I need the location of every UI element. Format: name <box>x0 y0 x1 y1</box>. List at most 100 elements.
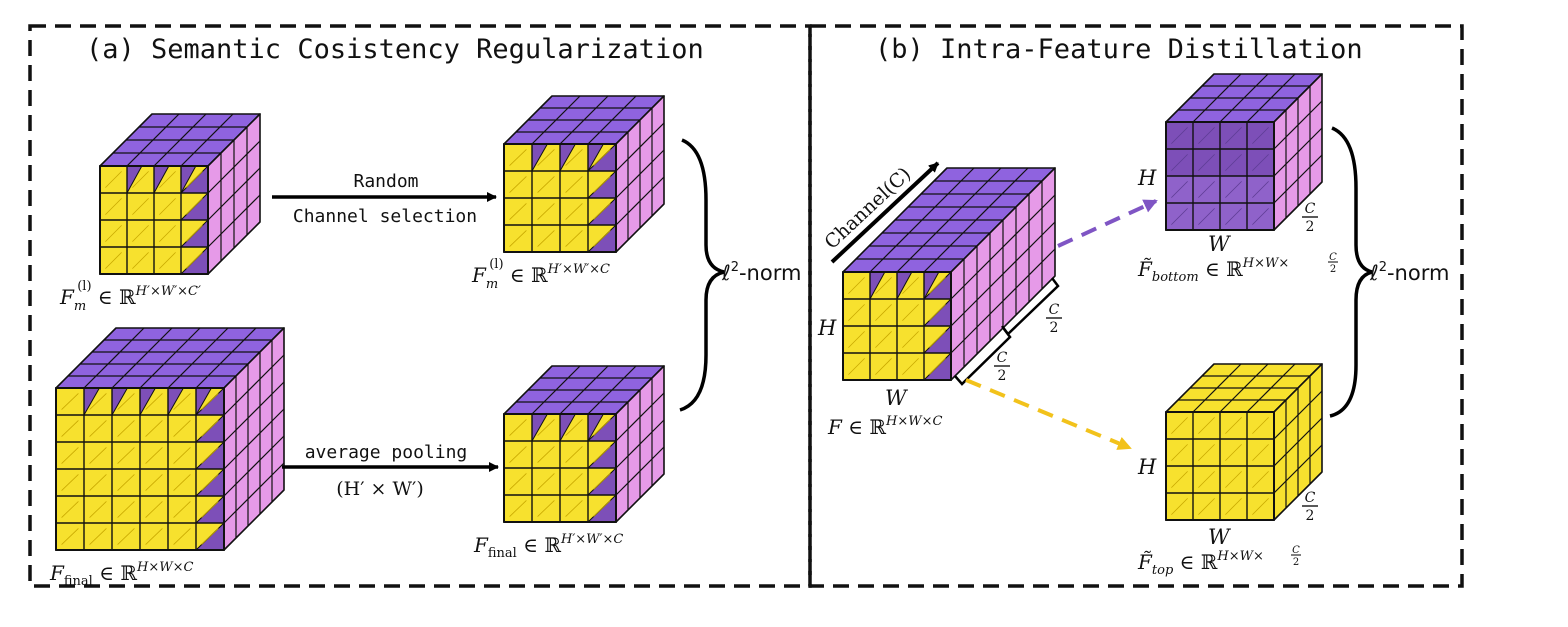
cube-top-gridline <box>83 327 145 389</box>
cube-cell-hatch <box>132 225 149 242</box>
label-fm-c-prime: Fm(l) ∈ ℝH′×W′×C′ <box>59 279 201 314</box>
cube-cell-hatch <box>537 473 555 490</box>
svg-text:2: 2 <box>1293 557 1299 568</box>
cube-cell-hatch <box>848 277 865 294</box>
cube-cell-hatch <box>537 419 555 436</box>
cube-front-outline <box>503 143 617 253</box>
cube-cell-hatch <box>89 528 107 545</box>
cube-cell-hatch <box>875 277 892 294</box>
svg-text:C: C <box>1329 252 1337 263</box>
cube-front-outline <box>99 165 209 275</box>
cube-cell-hatch <box>1225 444 1242 461</box>
brace-b <box>1329 126 1373 418</box>
cube-cell-hatch <box>61 447 79 464</box>
cube-cell-hatch <box>1225 181 1242 198</box>
label-f-top: F̃top ∈ ℝH×W× <box>1137 549 1264 578</box>
cube-cell-hatch <box>509 473 527 490</box>
cube-cell-hatch <box>173 501 191 518</box>
cube-cell-hatch <box>848 358 865 375</box>
cube-cell-hatch <box>1225 417 1242 434</box>
cube-cell-hatch <box>201 447 219 464</box>
label-h-top: H <box>1137 455 1157 479</box>
label-f-bottom: F̃bottom ∈ ℝH×W× <box>1137 256 1289 285</box>
cube-cell-hatch <box>105 171 122 188</box>
cube-cell-hatch <box>875 304 892 321</box>
cube-cell-hatch <box>902 331 919 348</box>
cube-side-gridline <box>223 435 285 497</box>
cube-fm-c-prime <box>99 113 261 275</box>
cube-cell-hatch <box>61 474 79 491</box>
panel-b-title: (b) Intra-Feature Distillation <box>875 34 1363 65</box>
cube-cell-hatch <box>1171 181 1188 198</box>
cube-cell-hatch <box>173 393 191 410</box>
brace-a <box>679 138 725 412</box>
cube-cell-hatch <box>1171 154 1188 171</box>
cube-cell-hatch <box>1252 154 1269 171</box>
cube-cell-hatch <box>537 176 555 193</box>
cube-cell-hatch <box>565 446 583 463</box>
cube-cell-hatch <box>1171 208 1188 225</box>
cube-cell-hatch <box>186 198 203 215</box>
svg-text:2: 2 <box>1050 320 1059 336</box>
cube-side-gridline <box>223 381 285 443</box>
cube-cell-hatch <box>593 149 611 166</box>
cube-cell-hatch <box>159 225 176 242</box>
cube-cell-hatch <box>537 446 555 463</box>
cube-cell-hatch <box>159 252 176 269</box>
svg-text:C: C <box>1292 545 1300 556</box>
cube-top-gridline <box>139 327 201 389</box>
cube-cell-hatch <box>1252 471 1269 488</box>
svg-text:2: 2 <box>1330 264 1336 275</box>
cube-cell-hatch <box>132 252 149 269</box>
cube-ffinal-pooled <box>503 365 665 523</box>
cube-cell-hatch <box>902 304 919 321</box>
cube-fm-selected <box>503 95 665 253</box>
cube-cell-hatch <box>201 393 219 410</box>
label-f: F ∈ ℝH×W×C <box>827 414 943 439</box>
label-w-bottom: W <box>1208 232 1232 256</box>
cube-cell-hatch <box>593 176 611 193</box>
cube-cell-hatch <box>1198 154 1215 171</box>
cube-cell-hatch <box>89 447 107 464</box>
cube-cell-hatch <box>186 225 203 242</box>
cube-cell-hatch <box>61 501 79 518</box>
label-w-top: W <box>1208 525 1232 549</box>
panel-a-frame <box>28 24 812 588</box>
cube-front-outline <box>1165 411 1275 521</box>
cube-cell-hatch <box>105 225 122 242</box>
cube-cell-hatch <box>1171 471 1188 488</box>
cube-cell-hatch <box>1225 127 1242 144</box>
cube-cell-hatch <box>61 528 79 545</box>
dashed-arrow-bottom <box>1057 199 1158 248</box>
cube-top-gridline <box>111 327 173 389</box>
cube-cell-hatch <box>1171 127 1188 144</box>
cube-cell-hatch <box>1171 498 1188 515</box>
cube-top-gridline <box>167 327 229 389</box>
half-bracket-left <box>954 328 1012 386</box>
cube-cell-hatch <box>537 203 555 220</box>
svg-text:2: 2 <box>1306 219 1315 235</box>
cube-cell-hatch <box>145 501 163 518</box>
cube-cell-hatch <box>565 149 583 166</box>
cube-f-bottom <box>1165 73 1323 231</box>
cube-cell-hatch <box>201 474 219 491</box>
cube-cell-hatch <box>537 230 555 247</box>
panel-b-frame <box>808 24 1464 588</box>
cube-cell-hatch <box>565 176 583 193</box>
dashed-arrow-top <box>965 378 1132 450</box>
cube-cell-hatch <box>117 393 135 410</box>
cube-cell-hatch <box>875 331 892 348</box>
svg-text:C: C <box>1049 302 1060 318</box>
cube-cell-hatch <box>173 420 191 437</box>
cube-cell-hatch <box>145 447 163 464</box>
cube-cell-hatch <box>593 203 611 220</box>
cube-cell-hatch <box>1171 417 1188 434</box>
label-ffinal-pooled: Ffinal ∈ ℝH′×W′×C <box>473 532 623 561</box>
cube-cell-hatch <box>537 500 555 517</box>
cube-cell-hatch <box>902 277 919 294</box>
cube-cell-hatch <box>117 447 135 464</box>
svg-text:2: 2 <box>998 368 1007 384</box>
cube-cell-hatch <box>929 304 946 321</box>
cube-top-gridline <box>195 327 257 389</box>
